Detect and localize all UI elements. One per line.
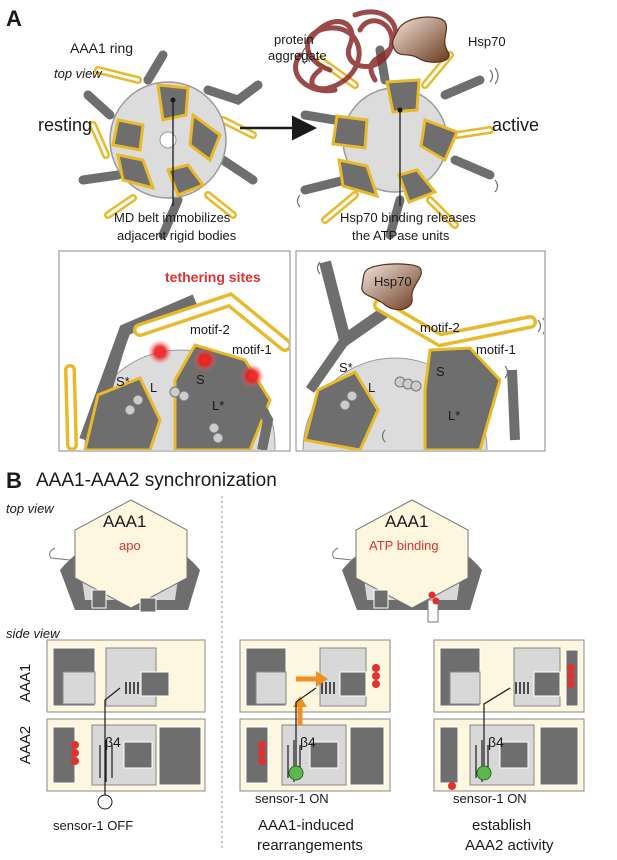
zoom-box-right: Hsp70 motif-2 motif-1 S* S L L* (295, 250, 546, 452)
panel-b-label: B (6, 468, 22, 493)
md-belt-line1: MD belt immobilizes (114, 210, 231, 225)
hsp70-label: Hsp70 (468, 34, 506, 49)
l-star-left: L* (212, 398, 224, 413)
side-view-col3: β4 sensor-1 ON establish AAA2 activity (433, 639, 585, 854)
aaa1-top-right: AAA1 (385, 512, 428, 531)
row-label-aaa2: AAA2 (17, 726, 34, 764)
top-view-label-a: top view (54, 66, 103, 81)
sensor-on-label-col3: sensor-1 ON (453, 791, 527, 806)
md-belt-line2: adjacent rigid bodies (117, 228, 237, 243)
tether-site-2 (193, 348, 217, 372)
motif1-left: motif-1 (232, 342, 272, 357)
top-view-atp: AAA1 ATP binding (332, 499, 482, 623)
atp-binding-label: ATP binding (369, 538, 439, 553)
motif1-right: motif-1 (476, 342, 516, 357)
apo-label: apo (119, 538, 141, 553)
resting-ring (78, 50, 263, 240)
ring-title: AAA1 ring (70, 40, 133, 56)
s-right: S (436, 364, 445, 379)
sensor-off-label: sensor-1 OFF (53, 818, 133, 833)
s-star-right: S* (339, 360, 353, 375)
protein-label-line1: protein (274, 32, 314, 47)
side-view-col1: β4 sensor-1 OFF (46, 639, 206, 833)
protein-label-line2: aggregate (268, 48, 327, 63)
panel-b-title: AAA1-AAA2 synchronization (36, 470, 277, 491)
beta4-col1: β4 (105, 734, 121, 750)
active-label: active (492, 115, 539, 135)
hsp70-binding-line2: the ATPase units (352, 228, 450, 243)
hsp70-shape (392, 16, 450, 63)
s-star-left: S* (116, 374, 130, 389)
top-view-label-b: top view (6, 501, 55, 516)
hsp70-binding-line1: Hsp70 binding releases (340, 210, 476, 225)
motif2-left: motif-2 (190, 322, 230, 337)
side-view-col2: β4 sensor-1 ON AAA1-induced rearrangemen… (239, 639, 391, 854)
l-right: L (368, 380, 375, 395)
caption-right-line2: AAA2 activity (465, 837, 554, 854)
zoom-box-left: tethering sites motif-2 motif-1 S* S L L… (58, 250, 291, 452)
aaa1-top-left: AAA1 (103, 512, 146, 531)
sensor-on-label-col2: sensor-1 ON (255, 791, 329, 806)
beta4-col2: β4 (300, 734, 316, 750)
caption-mid-line2: rearrangements (257, 837, 363, 854)
s-left: S (196, 372, 205, 387)
hsp70-label-zoom: Hsp70 (374, 274, 412, 289)
resting-label: resting (38, 115, 92, 135)
panel-a-label: A (6, 6, 22, 31)
l-star-right: L* (448, 408, 460, 423)
tether-site-1 (148, 340, 172, 364)
side-view-label: side view (6, 626, 61, 641)
row-label-aaa1: AAA1 (17, 664, 34, 702)
beta4-col3: β4 (488, 734, 504, 750)
caption-mid-line1: AAA1-induced (258, 817, 354, 834)
hsp70-shape-zoom (361, 263, 422, 311)
l-left: L (150, 380, 157, 395)
motif2-right: motif-2 (420, 320, 460, 335)
active-ring (296, 45, 499, 240)
top-view-apo: AAA1 apo (49, 499, 200, 613)
caption-right-line1: establish (472, 817, 531, 834)
tether-site-3 (240, 364, 264, 388)
tethering-sites-title: tethering sites (165, 269, 261, 285)
